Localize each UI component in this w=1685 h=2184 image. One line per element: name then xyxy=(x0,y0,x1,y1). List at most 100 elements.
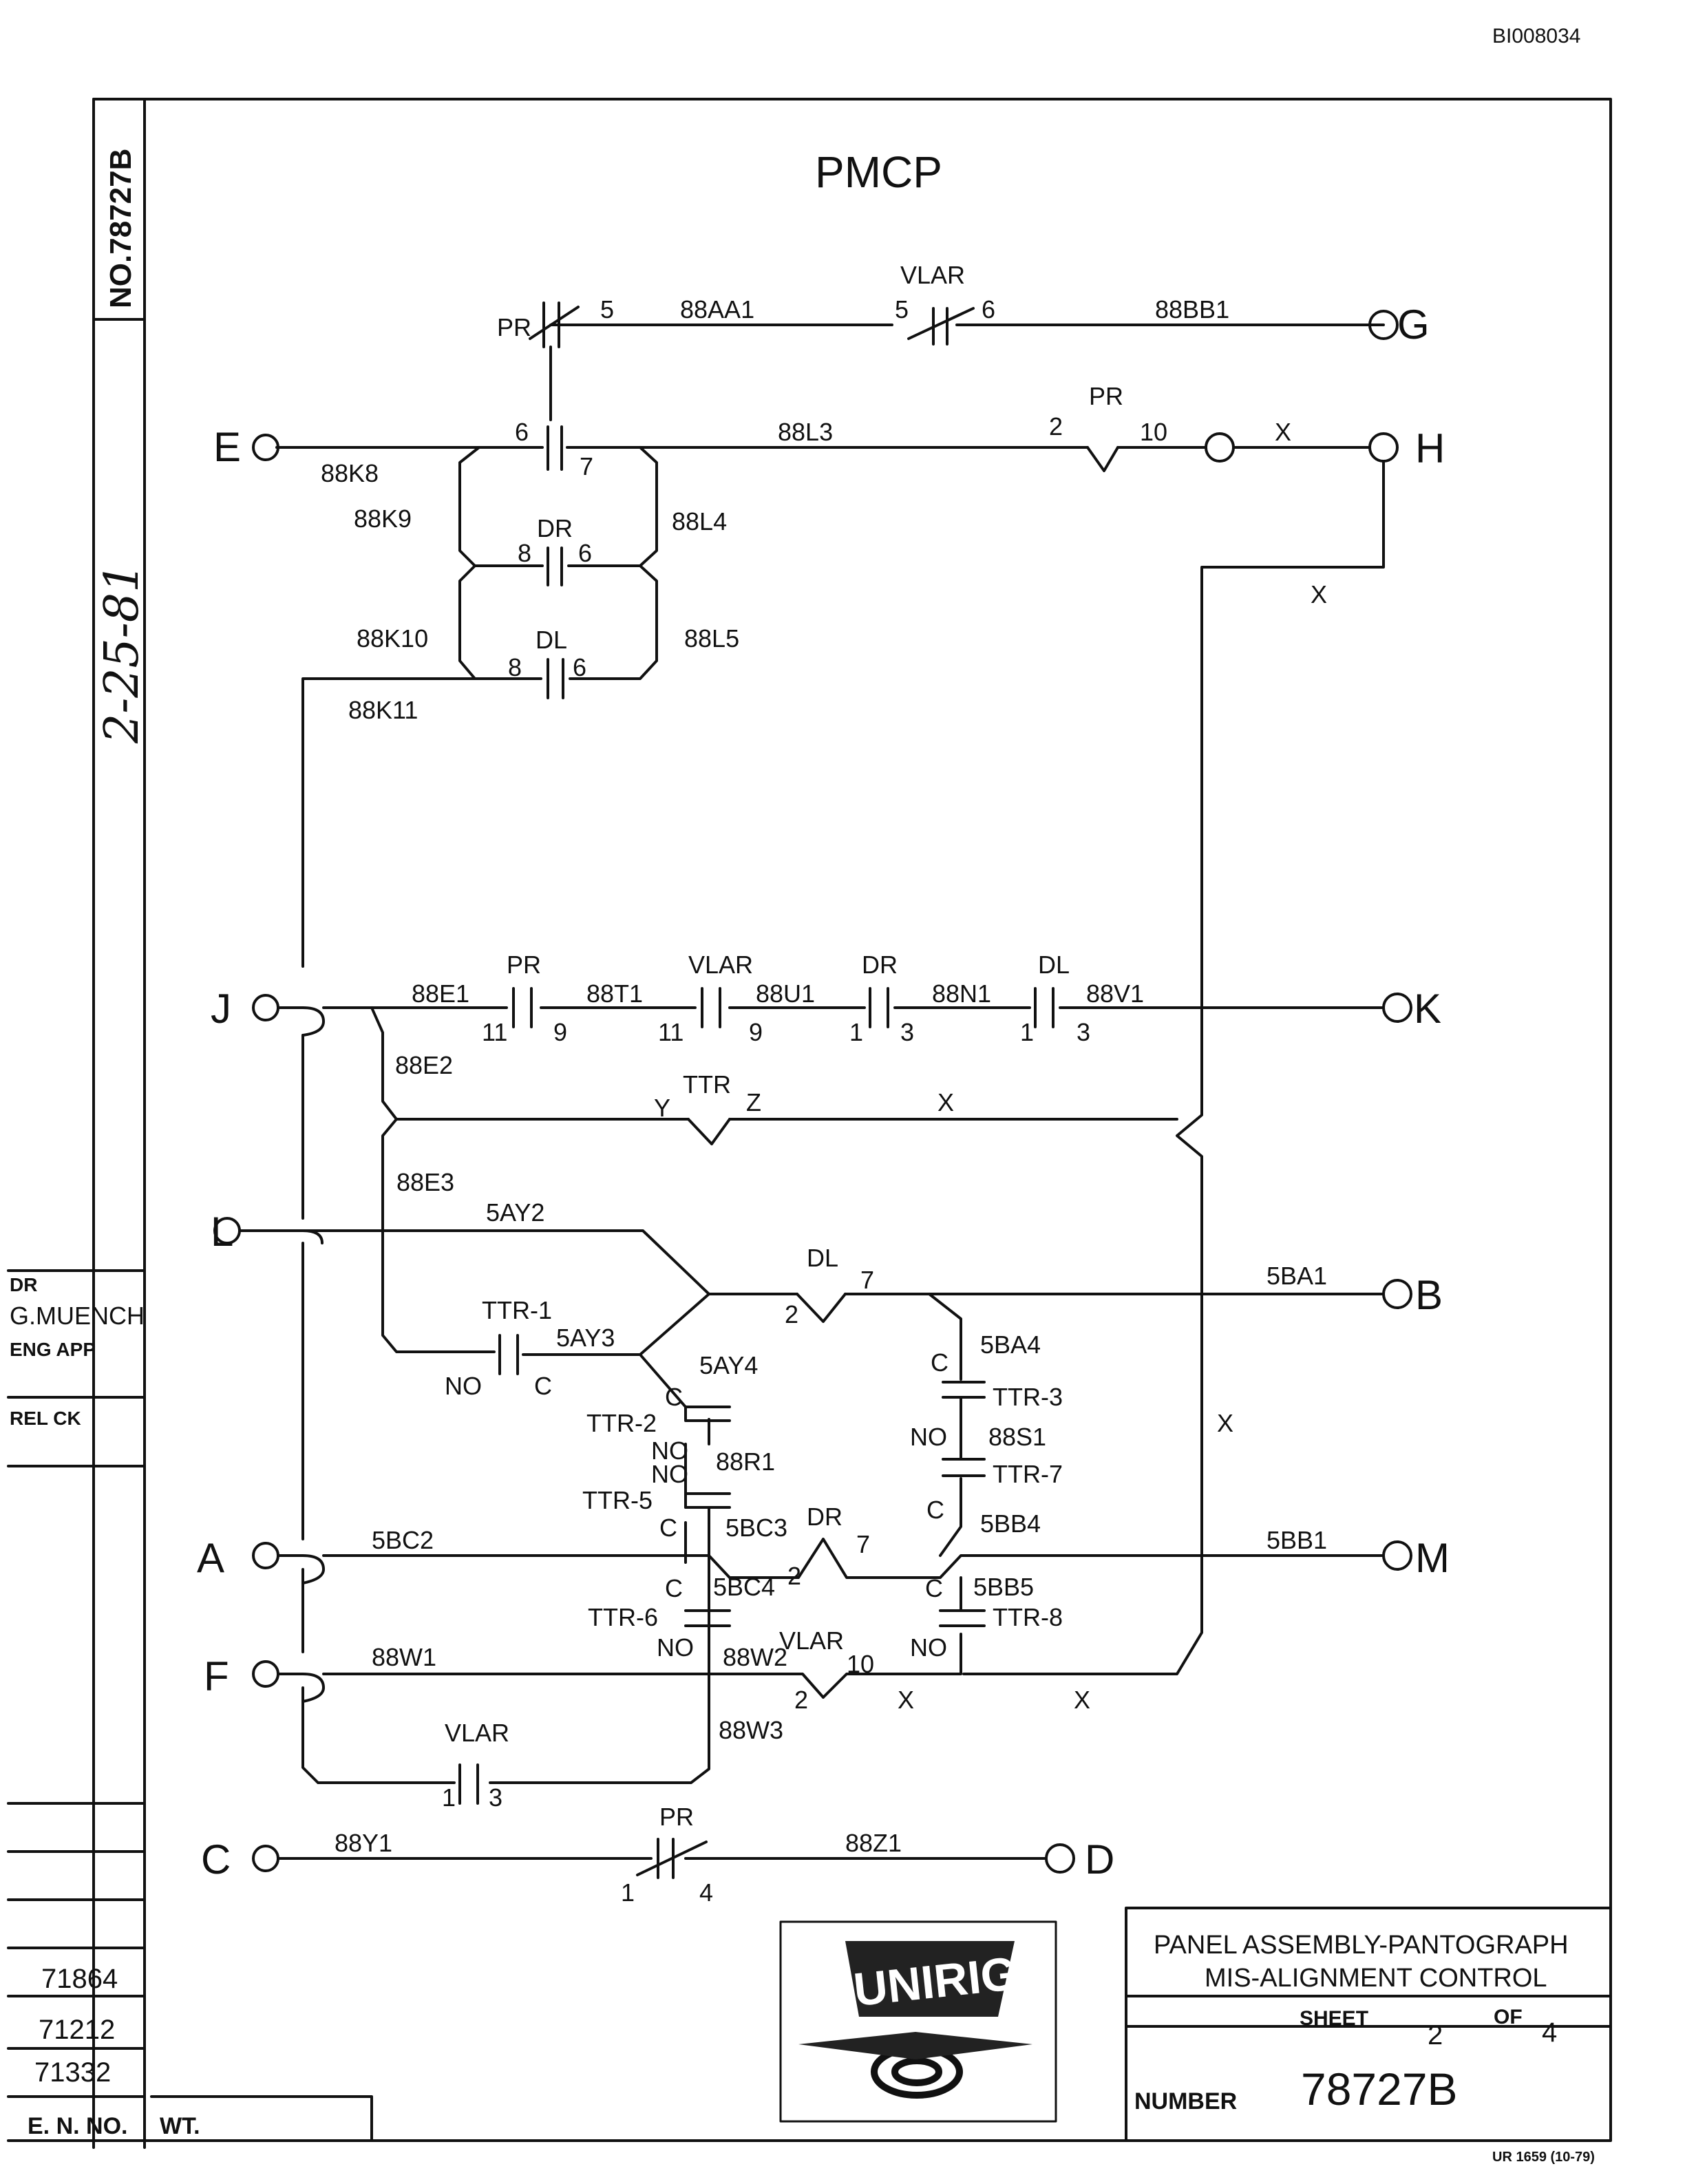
pin-label: 6 xyxy=(578,539,592,567)
device-label: PR xyxy=(497,313,531,341)
wire-label: 5BA1 xyxy=(1267,1262,1327,1290)
pin-label: 7 xyxy=(580,452,593,480)
wire-label: 5BC2 xyxy=(372,1526,434,1554)
pin-label: X xyxy=(1275,418,1291,446)
terminal-j: J xyxy=(211,986,231,1032)
wire-label: 88L3 xyxy=(778,418,833,446)
ttr7-contact xyxy=(942,1458,986,1477)
wire-label: 88N1 xyxy=(932,979,991,1008)
pin-label: 3 xyxy=(900,1018,914,1046)
device-label: TTR-5 xyxy=(582,1486,653,1514)
wire-labels: 88AA1 88BB1 88L3 88K8 88K9 88L4 88K10 88… xyxy=(321,295,1327,1857)
pin-label: 8 xyxy=(508,653,522,681)
wire-label: 5BB5 xyxy=(973,1573,1034,1601)
pin-label: Z xyxy=(746,1088,761,1116)
wire-label: 88K9 xyxy=(354,505,412,533)
device-label: TTR-2 xyxy=(586,1409,657,1437)
vlar-top-contact xyxy=(907,307,975,346)
device-label: TTR-8 xyxy=(993,1603,1063,1631)
pin-label: C xyxy=(925,1574,943,1602)
wire-label: 88W3 xyxy=(719,1716,783,1744)
wire-label: 5BC3 xyxy=(725,1514,787,1542)
pin-label: NO xyxy=(651,1460,688,1488)
pin-label: 2 xyxy=(794,1686,808,1714)
pin-label: 6 xyxy=(982,295,995,324)
wire-label: 88W2 xyxy=(723,1643,787,1671)
terminal-a: A xyxy=(197,1535,224,1581)
device-label: DR xyxy=(862,951,898,979)
en-no-label: E. N. NO. xyxy=(28,2113,127,2139)
number-value: 78727B xyxy=(1301,2064,1458,2114)
device-label: VLAR xyxy=(688,951,753,979)
pin-label: 11 xyxy=(658,1018,683,1046)
pin-label: 1 xyxy=(849,1018,863,1046)
pin-label: 6 xyxy=(515,418,529,446)
terminal-b: B xyxy=(1415,1272,1443,1318)
ttr8-contact xyxy=(939,1609,986,1627)
wire-label: 88AA1 xyxy=(680,295,754,324)
wire-label: 88U1 xyxy=(756,979,815,1008)
terminal-d: D xyxy=(1085,1836,1114,1883)
pr-coil-top xyxy=(1086,446,1119,472)
pr-bottom-contact xyxy=(636,1838,708,1879)
device-label: TTR-3 xyxy=(993,1383,1063,1411)
pin-label: 1 xyxy=(442,1783,456,1812)
pin-label: C xyxy=(931,1348,949,1377)
pin-label: NO xyxy=(910,1633,947,1662)
sheet-border xyxy=(92,98,1612,2149)
dr-row-contact xyxy=(869,987,889,1028)
wire-88e2 xyxy=(370,1006,1178,1121)
ttr1-contact xyxy=(498,1334,519,1375)
terminal-h: H xyxy=(1415,425,1445,471)
terminal-k: K xyxy=(1414,986,1441,1032)
pin-label: 2 xyxy=(787,1562,801,1590)
drawing-number-box xyxy=(92,98,146,321)
device-label: TTR xyxy=(683,1070,731,1099)
wire-x-h xyxy=(962,460,1385,1675)
device-labels: PR VLAR PR DR DL PR VLAR DR DL TTR DL TT… xyxy=(445,261,1123,1831)
unirig-logo: UNIRIG xyxy=(798,1941,1032,2099)
wire-label: 5AY4 xyxy=(699,1351,758,1379)
ttr5-contact xyxy=(684,1492,731,1509)
pin-label: 1 xyxy=(1020,1018,1034,1046)
pin-label: X xyxy=(1074,1686,1090,1714)
pin-label: C xyxy=(665,1383,683,1411)
pin-label: Y xyxy=(654,1094,670,1122)
device-label: DL xyxy=(1038,951,1070,979)
pin-label: 9 xyxy=(749,1018,763,1046)
document-id: BI008034 xyxy=(1492,25,1581,47)
pr-top-contact xyxy=(529,301,580,348)
of-value: 4 xyxy=(1542,2017,1557,2048)
title-block-frame xyxy=(1125,1907,1612,2142)
pin-label: C xyxy=(926,1496,944,1524)
pin-label: 6 xyxy=(573,653,586,681)
device-label: DR xyxy=(807,1503,842,1531)
pin-label: X xyxy=(937,1088,954,1116)
pin-label: C xyxy=(534,1372,552,1400)
terminal-c: C xyxy=(201,1836,231,1883)
wire-label: 88L5 xyxy=(684,624,739,653)
pin-label: 4 xyxy=(699,1878,713,1907)
left-bus xyxy=(301,1034,710,1784)
ttr2-contact xyxy=(684,1406,731,1422)
wire-label: 5BB4 xyxy=(980,1509,1041,1538)
en-number: 71864 xyxy=(41,1964,118,1994)
terminal-labels: E G H J K L B A M F C D xyxy=(197,301,1450,1883)
ttr6-8-stack xyxy=(708,1576,962,1659)
title-line-2: MIS-ALIGNMENT CONTROL xyxy=(1205,1964,1547,1993)
pin-label: 5 xyxy=(600,295,614,324)
pin-label: X xyxy=(1311,580,1327,608)
pin-label: NO xyxy=(910,1423,947,1451)
wire-j-row xyxy=(277,1006,1385,1037)
pin-label: X xyxy=(1217,1409,1233,1437)
drafter-name: G.MUENCH xyxy=(10,1302,145,1330)
en-number: 71212 xyxy=(39,2015,115,2045)
device-label: DL xyxy=(536,626,567,654)
pin-label: 10 xyxy=(1140,418,1167,446)
wire-label: 88K10 xyxy=(357,624,428,653)
ttr3-contact xyxy=(942,1381,986,1399)
eng-app-label: ENG APP xyxy=(10,1339,96,1360)
wire-label: 88E3 xyxy=(396,1168,454,1196)
network-88k xyxy=(458,446,658,567)
sheet-value: 2 xyxy=(1428,2020,1443,2050)
